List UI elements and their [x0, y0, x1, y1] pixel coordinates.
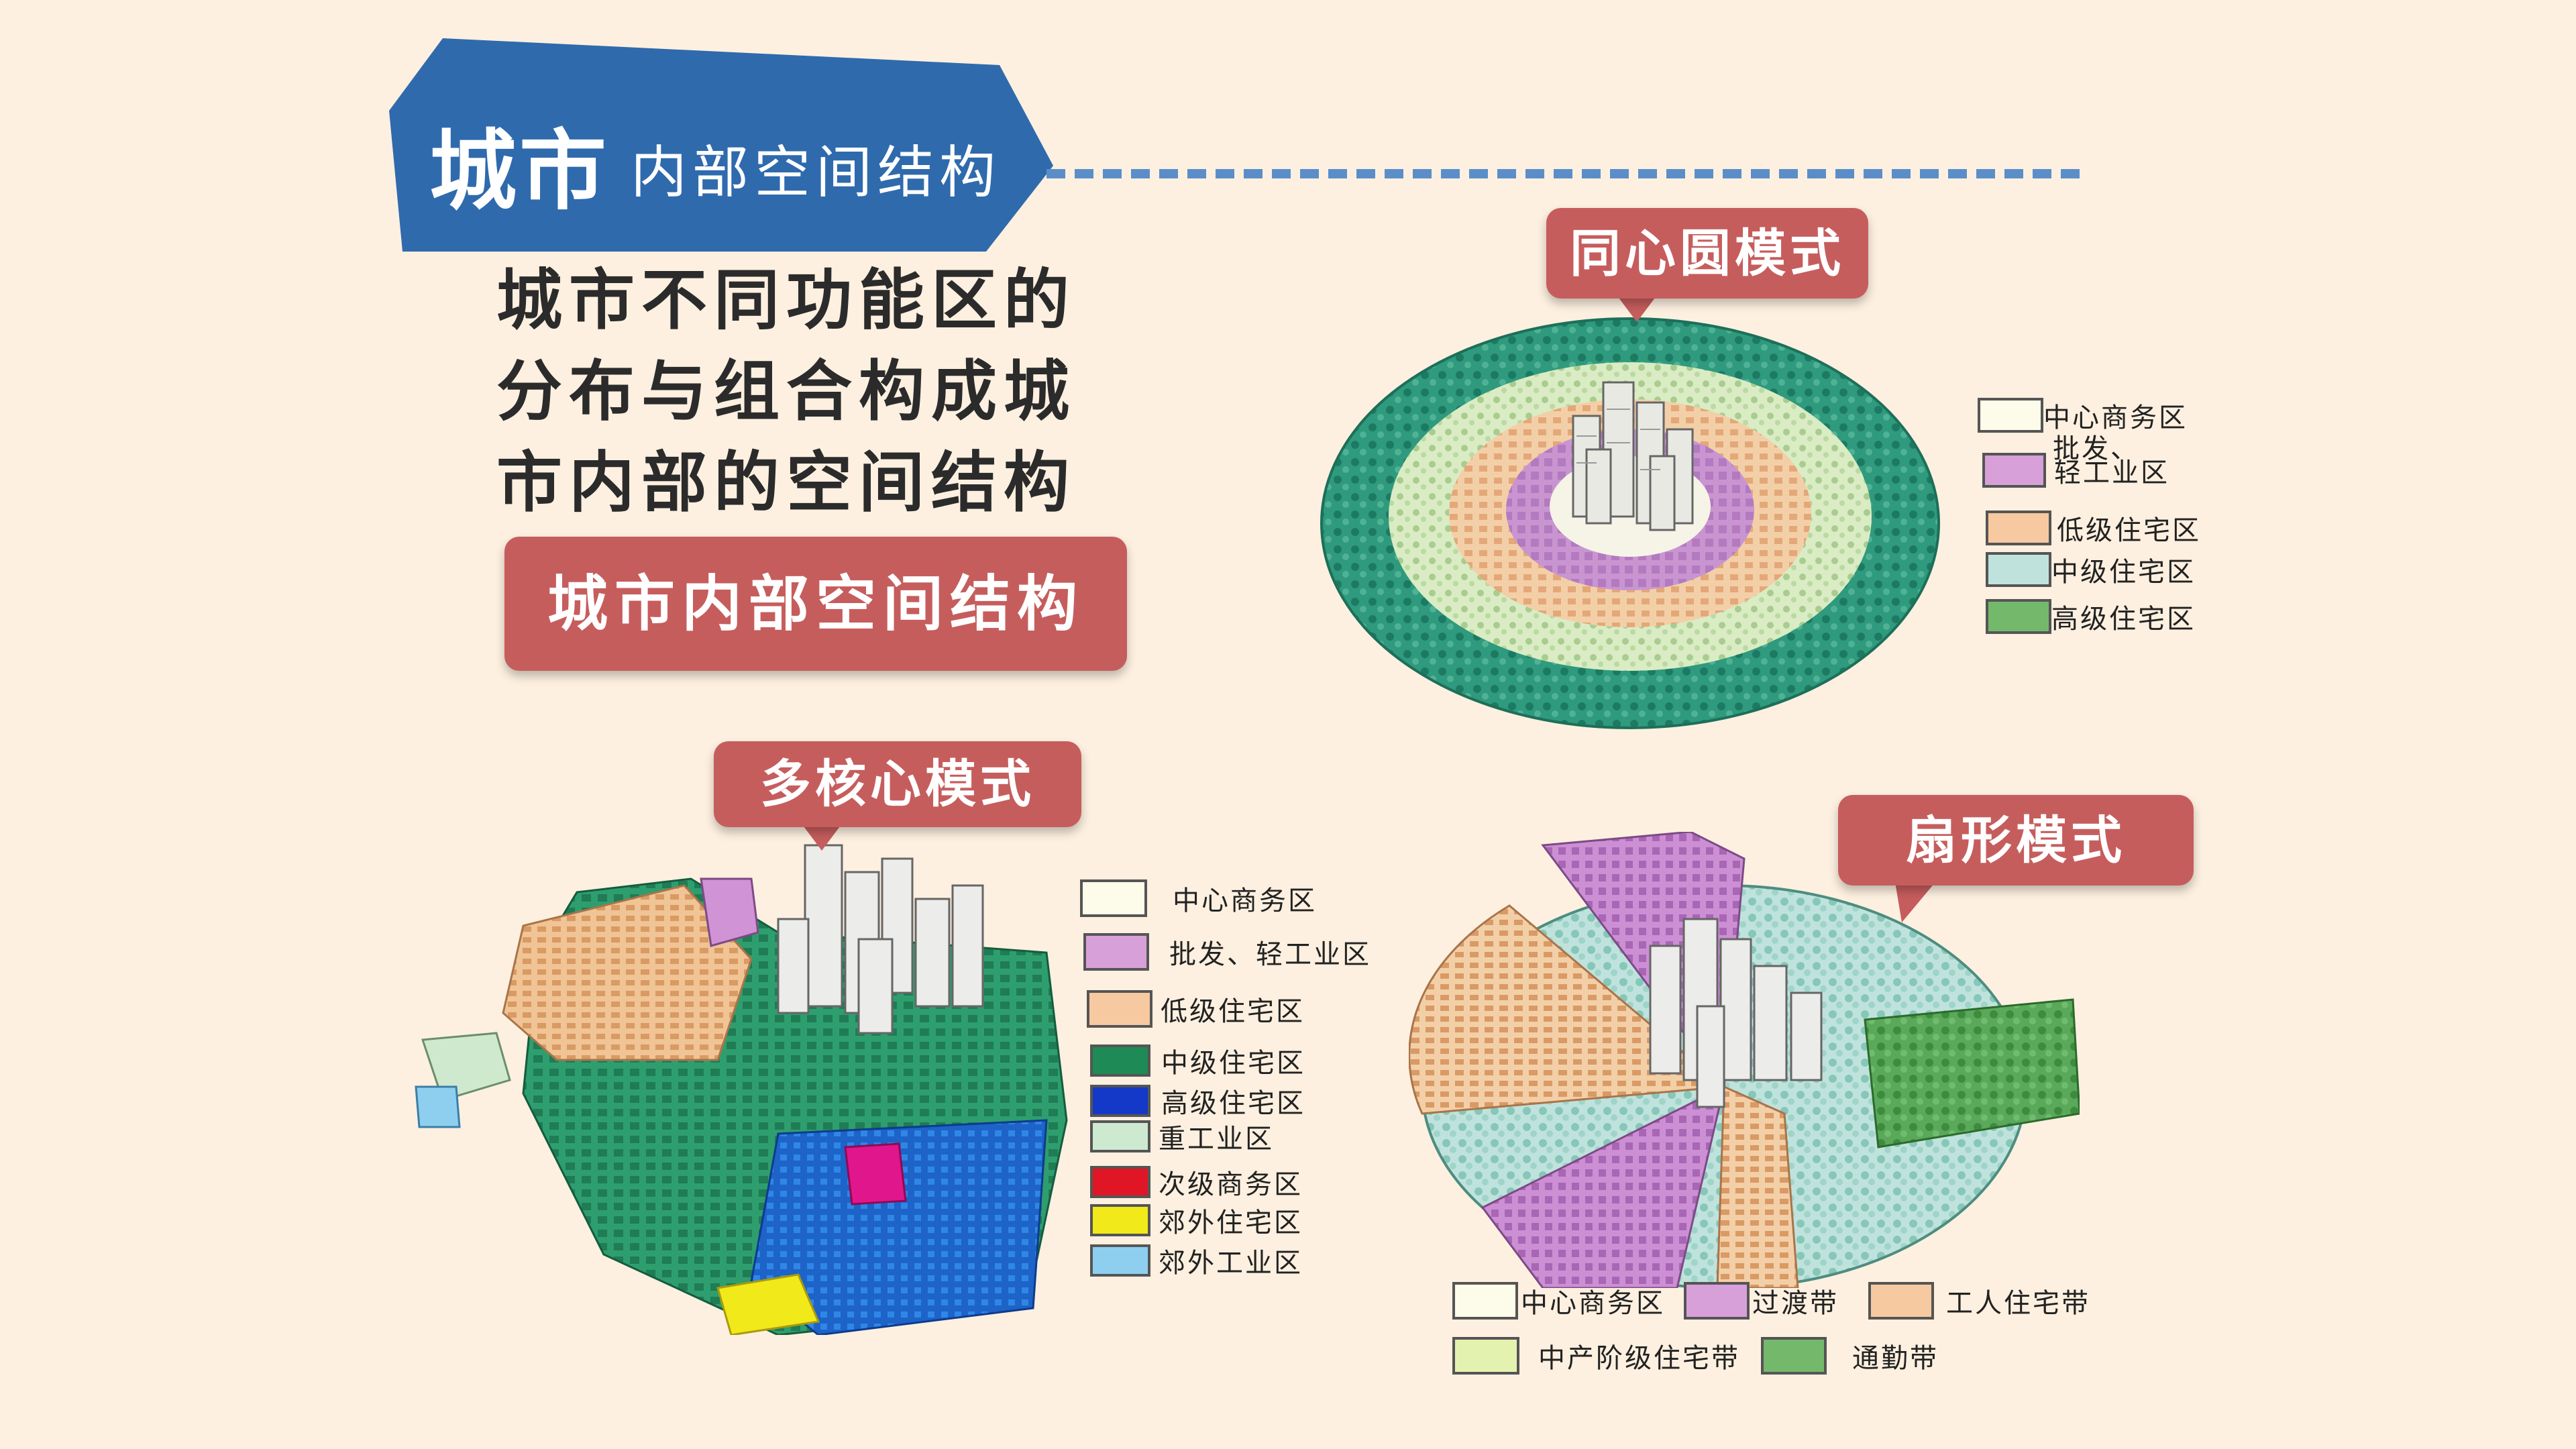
multi-nuclei-model-label: 多核心模式 [714, 741, 1081, 827]
legend-item: 通勤带 [1761, 1336, 1939, 1375]
legend-label: 中心商务区 [2043, 402, 2188, 433]
description-line: 分布与组合构成城 [496, 353, 1077, 430]
legend-item: 次级商务区 [1090, 1163, 1303, 1201]
legend-item: 中产阶级住宅带 [1452, 1336, 1740, 1375]
legend-item: 低级住宅区 [1986, 508, 2201, 547]
label-pointer [1895, 882, 1935, 922]
legend-item: 批发、 [2053, 427, 2139, 466]
legend-label: 低级住宅区 [1161, 996, 1305, 1027]
header-dashed-divider [1046, 169, 2080, 178]
legend-swatch [1986, 511, 2051, 545]
legend-swatch [1090, 1044, 1150, 1077]
legend-item: 中心商务区 [1452, 1281, 1665, 1320]
legend-swatch [1982, 453, 2046, 488]
header-banner [389, 37, 1060, 252]
legend-swatch [1090, 1085, 1150, 1117]
legend-item: 中心商务区 [1080, 879, 1317, 918]
sector-model-label: 扇形模式 [1838, 795, 2194, 885]
description-line: 市内部的空间结构 [496, 444, 1077, 521]
legend-item: 重工业区 [1090, 1117, 1274, 1156]
legend-item: 过渡带 [1684, 1281, 1839, 1320]
legend-label: 郊外工业区 [1159, 1248, 1303, 1279]
legend-item: 低级住宅区 [1087, 989, 1305, 1028]
legend-label: 次级商务区 [1159, 1169, 1303, 1200]
legend-item: 工人住宅带 [1868, 1281, 2090, 1320]
legend-label: 过渡带 [1752, 1288, 1839, 1319]
legend-item: 郊外住宅区 [1090, 1201, 1303, 1240]
page-title: 城市 [429, 119, 610, 222]
multi-nuclei-illustration [415, 844, 1068, 1335]
sector-model-illustration [1409, 832, 2080, 1288]
legend-label: 中产阶级住宅带 [1538, 1343, 1740, 1374]
legend-label: 批发、 [2053, 433, 2139, 464]
banner-shape [389, 38, 1053, 252]
legend-swatch [1083, 933, 1149, 971]
legend-swatch [1452, 1337, 1519, 1375]
legend-item: 批发、轻工业区 [1083, 932, 1371, 971]
legend-item: 轻工业区 [1982, 451, 2169, 490]
legend-swatch [1978, 398, 2043, 433]
legend-item: 高级住宅区 [1986, 597, 2196, 636]
legend-swatch [1090, 1120, 1150, 1152]
legend-swatch [1761, 1337, 1827, 1375]
description-line: 城市不同功能区的 [496, 262, 1077, 339]
legend-label: 重工业区 [1159, 1124, 1274, 1155]
legend-item: 中级住宅区 [1090, 1041, 1305, 1080]
page-subtitle: 内部空间结构 [631, 140, 1002, 205]
legend-label: 工人住宅带 [1946, 1288, 2090, 1319]
legend-swatch [1986, 599, 2051, 634]
concentric-zone-illustration [1320, 317, 1940, 729]
legend-label: 中心商务区 [1521, 1288, 1665, 1319]
legend-label: 中级住宅区 [2051, 557, 2196, 588]
legend-label: 中心商务区 [1173, 885, 1317, 916]
label-pointer [1617, 295, 1657, 322]
legend-label: 郊外住宅区 [1159, 1208, 1303, 1238]
legend-swatch [1986, 552, 2051, 587]
legend-label: 中级住宅区 [1161, 1048, 1305, 1079]
legend-label: 低级住宅区 [2057, 515, 2201, 546]
legend-swatch [1087, 990, 1152, 1028]
description-text: 城市不同功能区的 分布与组合构成城 市内部的空间结构 [496, 255, 1140, 529]
legend-swatch [1090, 1244, 1150, 1277]
topic-button[interactable]: 城市内部空间结构 [504, 537, 1127, 671]
legend-item: 中级住宅区 [1986, 550, 2196, 589]
concentric-model-label: 同心圆模式 [1546, 208, 1868, 299]
legend-swatch [1080, 879, 1147, 917]
legend-swatch [1868, 1282, 1934, 1320]
legend-swatch [1090, 1166, 1150, 1198]
legend-label: 高级住宅区 [2051, 604, 2196, 635]
legend-item: 高级住宅区 [1090, 1081, 1305, 1120]
legend-item: 郊外工业区 [1090, 1241, 1303, 1280]
legend-item: 中心商务区 [1978, 396, 2188, 435]
legend-label: 高级住宅区 [1161, 1088, 1305, 1119]
legend-label: 轻工业区 [2054, 458, 2169, 488]
legend-swatch [1452, 1282, 1518, 1320]
label-pointer [802, 824, 842, 851]
legend-swatch [1684, 1282, 1750, 1320]
legend-swatch [1090, 1204, 1150, 1236]
legend-label: 批发、轻工业区 [1169, 939, 1371, 970]
legend-label: 通勤带 [1852, 1343, 1939, 1374]
